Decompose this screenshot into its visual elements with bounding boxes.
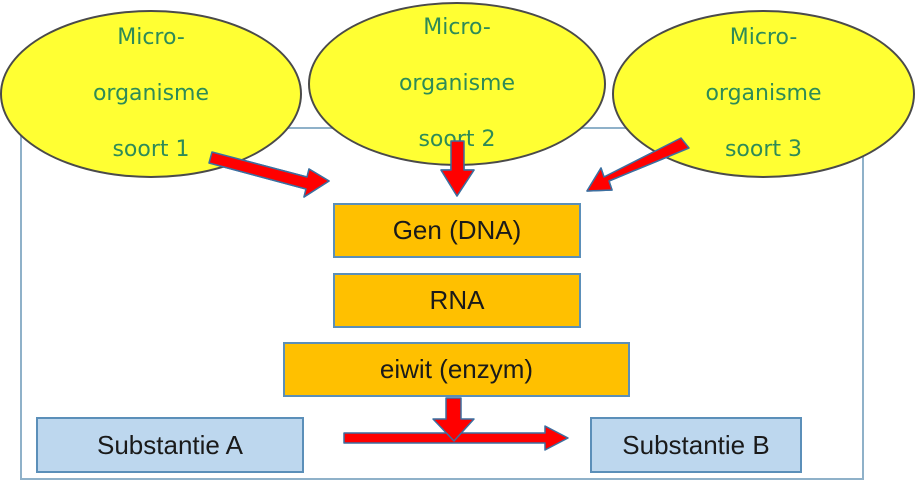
rna-box: RNA (333, 273, 581, 328)
organism-2-line2: organisme (398, 71, 516, 96)
organism-3-line1: Micro- (729, 25, 798, 50)
organism-1-label: Micro- organisme soort 1 (93, 0, 209, 192)
gene-label: Gen (DNA) (392, 215, 522, 245)
organism-3-line3: soort 3 (724, 137, 803, 162)
organism-1-line1: Micro- (117, 25, 185, 50)
substance-b-label: Substantie B (622, 429, 770, 460)
substance-a-label: Substantie A (97, 429, 243, 460)
organism-2-label: Micro- organisme soort 2 (399, 0, 515, 182)
protein-box: eiwit (enzym) (283, 342, 630, 397)
organism-2-line1: Micro- (423, 15, 491, 40)
organism-1-ellipse: Micro- organisme soort 1 (0, 10, 302, 178)
organism-1-line2: organisme (92, 81, 210, 106)
organism-3-line2: organisme (705, 81, 822, 106)
organism-3-label: Micro- organisme soort 3 (705, 0, 821, 192)
organism-1-line3: soort 1 (112, 137, 190, 162)
organism-2-ellipse: Micro- organisme soort 2 (308, 2, 606, 166)
substance-a-box: Substantie A (36, 417, 304, 473)
protein-label: eiwit (enzym) (379, 354, 534, 384)
organism-2-line3: soort 2 (418, 127, 496, 152)
organism-3-ellipse: Micro- organisme soort 3 (612, 10, 915, 178)
gene-box: Gen (DNA) (333, 203, 581, 258)
substance-b-box: Substantie B (590, 417, 802, 473)
rna-label: RNA (429, 285, 485, 315)
